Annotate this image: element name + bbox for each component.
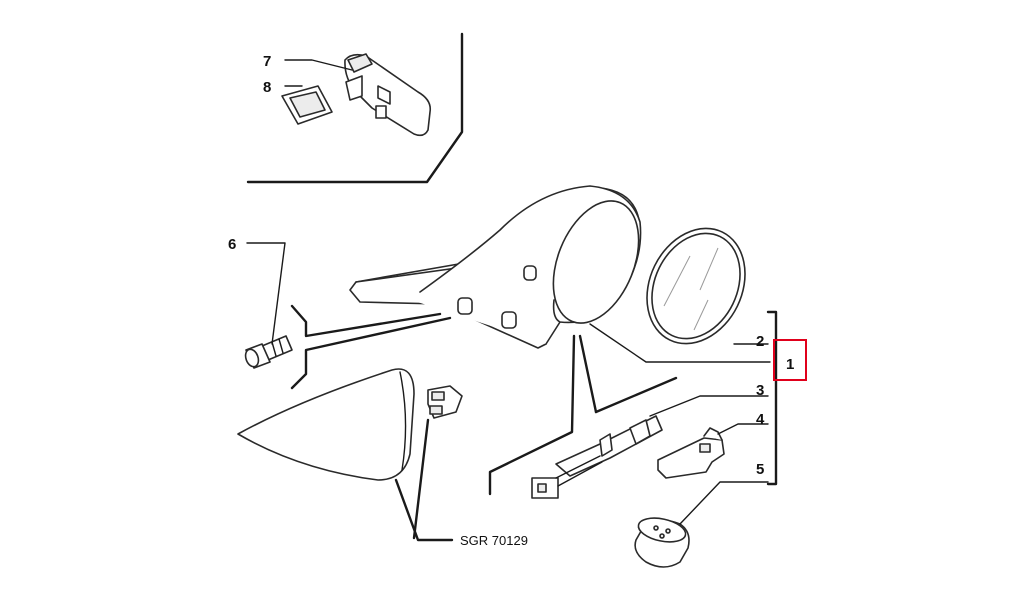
part-clip[interactable] [427, 385, 463, 419]
part-8-cover-cap[interactable] [281, 85, 333, 125]
callout-3[interactable]: 3 [756, 382, 764, 399]
callout-4[interactable]: 4 [756, 411, 765, 428]
part-cover-trim[interactable] [237, 368, 415, 481]
callout-5[interactable]: 5 [756, 461, 764, 478]
part-2-mirror-glass[interactable] [628, 212, 763, 360]
inset-frame [246, 32, 464, 184]
part-3-actuator-wiring[interactable] [531, 415, 663, 499]
leader-lines [246, 59, 778, 542]
callout-7[interactable]: 7 [263, 53, 271, 70]
part-6-screw[interactable] [243, 335, 293, 369]
reference-code: SGR 70129 [460, 533, 528, 548]
callout-8[interactable]: 8 [263, 79, 271, 96]
selected-callout-highlight [773, 339, 807, 381]
part-5-motor-drum[interactable] [634, 514, 690, 568]
part-7-rear-view-mirror[interactable] [344, 53, 432, 137]
mounting-studs [457, 265, 537, 329]
callout-labels: 7 8 6 2 1 3 4 5 SGR 70129 [228, 53, 794, 548]
callout-1[interactable]: 1 [786, 356, 794, 373]
callout-6[interactable]: 6 [228, 236, 236, 253]
callout-2[interactable]: 2 [756, 333, 764, 350]
part-mirror-housing[interactable] [349, 185, 655, 349]
part-4-bracket[interactable] [657, 427, 725, 479]
